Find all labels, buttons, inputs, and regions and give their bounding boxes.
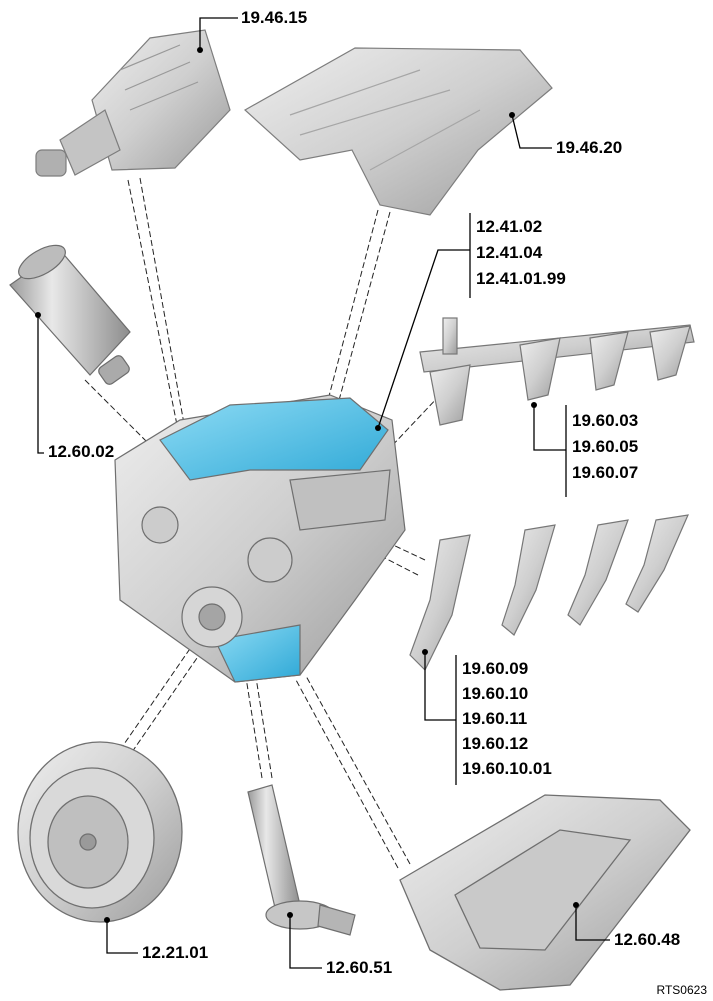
injectors-part — [409, 514, 689, 672]
label-fuel-rail-kit-2: 12.41.04 — [476, 243, 543, 262]
label-oil-filter: 12.60.02 — [48, 442, 115, 461]
label-injector-2: 19.60.10 — [462, 684, 529, 703]
label-group-fuel-rail: 19.60.03 19.60.05 19.60.07 — [572, 410, 638, 484]
label-fuel-rail-2: 19.60.05 — [572, 437, 639, 456]
label-fuel-rail-kit-1: 12.41.02 — [476, 217, 543, 236]
label-fuel-rail-3: 19.60.07 — [572, 463, 639, 482]
oil-filter-part — [9, 244, 131, 385]
leader-dots — [35, 47, 579, 923]
label-supercharger: 19.46.15 — [241, 8, 308, 27]
label-supercharger-cover: 19.46.20 — [556, 138, 623, 157]
label-group-injectors: 19.60.09 19.60.10 19.60.11 19.60.12 19.6… — [462, 658, 552, 780]
supercharger-part — [35, 29, 231, 177]
label-fuel-rail-kit-3: 12.41.01.99 — [476, 269, 566, 288]
label-crank-pulley: 12.21.01 — [142, 943, 209, 962]
label-oil-pan: 12.60.48 — [614, 930, 681, 949]
figure-reference: RTS0623 — [656, 983, 707, 997]
leader-lines — [37, 17, 610, 969]
fuel-rail-part — [419, 317, 695, 426]
oil-pan-part — [399, 794, 691, 991]
label-group-fuel-rail-kit: 12.41.02 12.41.04 12.41.01.99 — [476, 216, 566, 290]
crank-pulley-part — [17, 741, 183, 923]
label-injector-4: 19.60.12 — [462, 734, 529, 753]
engine-block — [114, 394, 406, 683]
label-injector-5: 19.60.10.01 — [462, 759, 552, 778]
label-injector-1: 19.60.09 — [462, 659, 529, 678]
dipstick-tube-part — [247, 784, 356, 936]
label-fuel-rail-1: 19.60.03 — [572, 411, 639, 430]
supercharger-cover-part — [243, 47, 553, 216]
label-injector-3: 19.60.11 — [462, 709, 528, 728]
label-dipstick-tube: 12.60.51 — [326, 958, 393, 977]
